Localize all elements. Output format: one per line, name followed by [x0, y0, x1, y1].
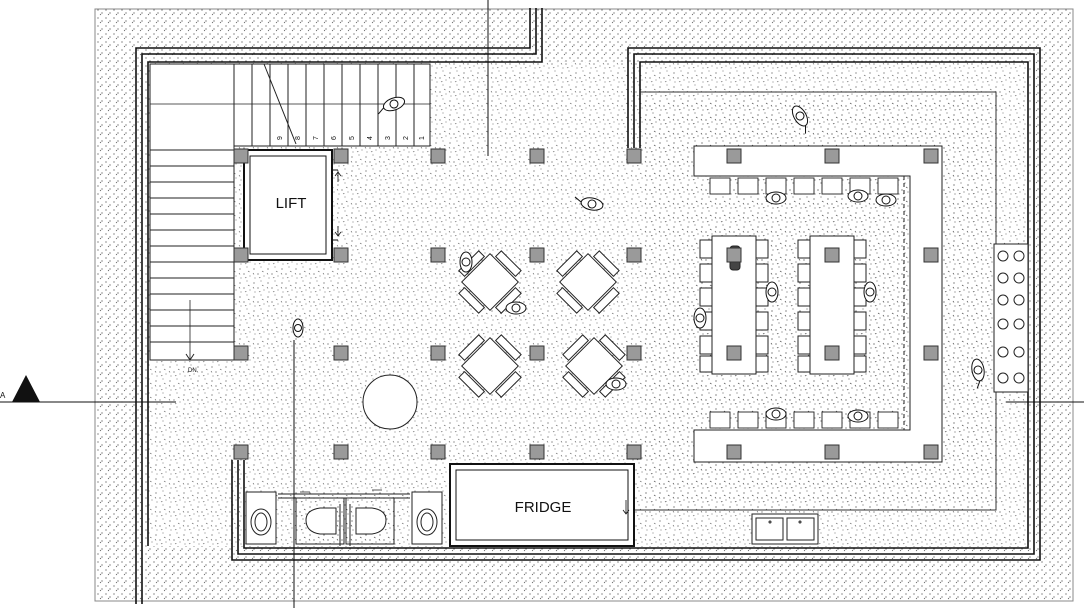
- column: [626, 148, 642, 164]
- column: [430, 148, 446, 164]
- section-marker-label: A: [0, 391, 6, 400]
- column: [529, 444, 545, 460]
- person-figure: [505, 301, 527, 315]
- column: [626, 345, 642, 361]
- step-number: 4: [367, 136, 374, 140]
- fridge-label: FRIDGE: [515, 499, 572, 516]
- stair-direction-label: DN: [188, 368, 197, 374]
- lift-shaft: LIFT: [243, 149, 342, 261]
- column: [529, 247, 545, 263]
- person-figure: [574, 196, 604, 211]
- step-number: 3: [385, 136, 392, 140]
- person-figure: [791, 105, 809, 134]
- step-number: 5: [349, 136, 356, 140]
- diamond-table: [458, 334, 522, 398]
- cooktop: [993, 243, 1029, 393]
- column: [233, 247, 249, 263]
- diamond-table: [556, 250, 620, 314]
- section-marker-triangle: [12, 375, 40, 402]
- person-figure: [847, 409, 869, 423]
- person-figure: [875, 193, 897, 207]
- column: [430, 444, 446, 460]
- column: [333, 148, 349, 164]
- staircase: [149, 63, 431, 361]
- step-number: 2: [403, 136, 410, 140]
- column: [529, 345, 545, 361]
- column: [333, 247, 349, 263]
- person-figure: [459, 251, 473, 273]
- person-figure: [765, 191, 787, 205]
- column: [233, 444, 249, 460]
- person-figure: [863, 281, 877, 303]
- stair-step-numbers: 9 8 7 6 5 4 3 2 1 DN: [188, 136, 426, 374]
- column: [529, 148, 545, 164]
- step-number: 7: [313, 136, 320, 140]
- step-number: 1: [419, 136, 426, 140]
- structural-columns: [233, 148, 642, 460]
- column: [333, 444, 349, 460]
- person-figure: [693, 307, 707, 329]
- person-figure: [765, 407, 787, 421]
- person-figure: [847, 189, 869, 203]
- column: [233, 148, 249, 164]
- person-figure: [971, 358, 985, 389]
- person-figure: [378, 96, 406, 115]
- lift-label: LIFT: [276, 195, 307, 212]
- person-figure: [765, 281, 779, 303]
- fridge: FRIDGE: [449, 463, 635, 547]
- column: [626, 247, 642, 263]
- step-number: 9: [277, 136, 284, 140]
- u-bar-counter: [693, 145, 943, 463]
- person-figure: [292, 318, 304, 338]
- step-number: 8: [295, 136, 302, 140]
- kitchen-sink: [751, 513, 819, 545]
- people-figures: [292, 96, 985, 423]
- counter-columns: [726, 148, 939, 460]
- person-figure: [605, 377, 627, 391]
- round-table: [362, 374, 418, 430]
- column: [333, 345, 349, 361]
- column: [430, 247, 446, 263]
- column: [626, 444, 642, 460]
- step-number: 6: [331, 136, 338, 140]
- restrooms: [245, 489, 443, 546]
- column: [233, 345, 249, 361]
- column: [430, 345, 446, 361]
